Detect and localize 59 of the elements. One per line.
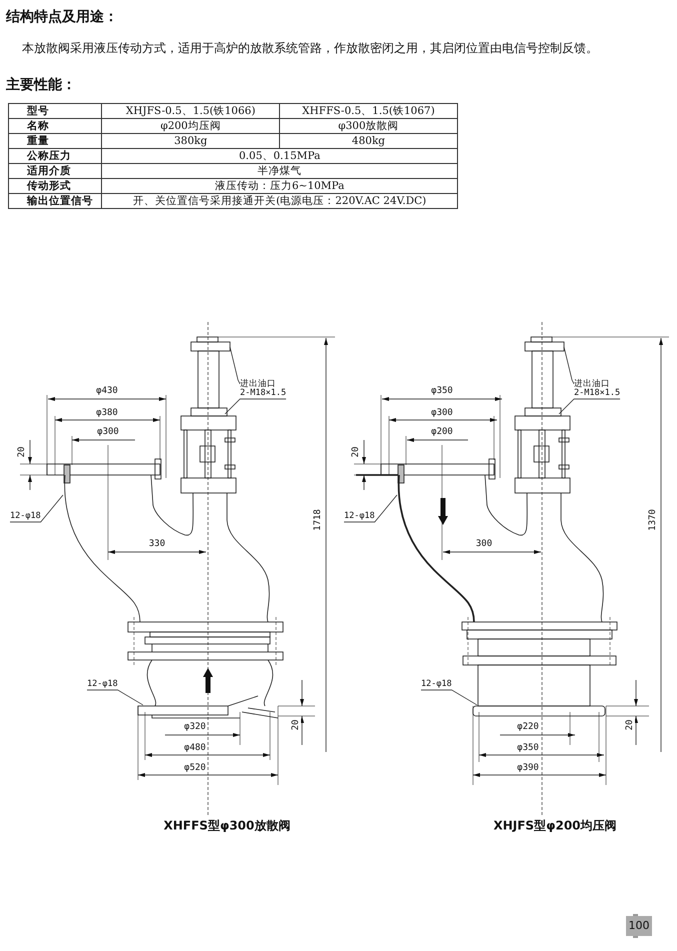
dimension-label: 20	[351, 446, 361, 458]
leader-line	[344, 494, 398, 522]
dimension-label: φ300	[430, 408, 454, 418]
dimension-label: φ520	[183, 763, 207, 773]
dimension-label: φ430	[95, 386, 119, 396]
dimension-label: φ200	[430, 427, 454, 437]
dimension-label: 1370	[648, 508, 658, 532]
leader-line	[420, 690, 478, 706]
callout-text: 12-φ18	[87, 680, 118, 689]
leader-line	[224, 398, 286, 414]
section-heading: 结构特点及用途：	[6, 8, 118, 26]
callout-text: 2-M18×1.5	[240, 389, 286, 398]
dimension-label: φ390	[516, 763, 540, 773]
dimension-label: 330	[148, 539, 166, 549]
dimension-label: 20	[17, 446, 27, 458]
dimension-label: 300	[474, 539, 494, 549]
table-value: φ200均压阀	[102, 118, 280, 134]
dimension-label: 20	[291, 718, 301, 732]
leader-line	[10, 494, 64, 522]
leader-line	[86, 690, 144, 706]
row-header: 传动形式	[8, 178, 102, 194]
callout-text: 12-φ18	[344, 512, 375, 521]
leader-line	[558, 398, 620, 414]
dimension-label: φ350	[430, 386, 454, 396]
dimension-label: φ220	[516, 722, 540, 732]
table-value: 380kg	[102, 134, 280, 148]
callout-text: 进出油口	[574, 380, 610, 389]
dimension-label: φ480	[183, 743, 207, 753]
table-value: XHJFS-0.5、1.5(铁1066)	[102, 104, 280, 118]
table-value: 0.05、0.15MPa	[102, 148, 458, 164]
table-value: 半净煤气	[102, 164, 458, 178]
row-header: 适用介质	[8, 164, 102, 178]
dimension-label: 1718	[313, 508, 323, 532]
table-value: XHFFS-0.5、1.5(铁1067)	[279, 104, 458, 118]
table-value: 480kg	[279, 134, 458, 148]
callout-text: 2-M18×1.5	[574, 389, 620, 398]
row-header: 名称	[8, 118, 102, 134]
row-header: 重量	[8, 134, 102, 148]
dimension-label: φ300	[96, 427, 120, 437]
page-number: 100	[626, 916, 652, 936]
dimension-label: φ380	[95, 408, 119, 418]
drawing-caption: XHJFS型φ200均压阀	[493, 818, 617, 834]
row-header: 输出位置信号	[8, 194, 102, 208]
table-value: φ300放散阀	[279, 118, 458, 134]
callout-text: 进出油口	[240, 380, 276, 389]
table-value: 液压传动：压力6~10MPa	[102, 178, 458, 194]
leader-line	[230, 346, 240, 384]
section-heading: 主要性能：	[6, 76, 76, 94]
row-header: 型号	[8, 104, 102, 118]
table-value: 开、关位置信号采用接通开关(电源电压：220V.AC 24V.DC)	[102, 194, 458, 208]
dimension-label: φ320	[183, 722, 207, 732]
row-header: 公称压力	[8, 148, 102, 164]
description-text: 本放散阀采用液压传动方式，适用于高炉的放散系统管路，作放散密闭之用，其启闭位置由电信号控制反馈。	[22, 40, 598, 57]
dimension-label: φ350	[516, 743, 540, 753]
callout-text: 12-φ18	[421, 680, 452, 689]
callout-text: 12-φ18	[10, 512, 41, 521]
drawing-caption: XHFFS型φ300放散阀	[164, 818, 290, 834]
leader-line	[564, 346, 574, 384]
dimension-label: 20	[625, 718, 635, 732]
